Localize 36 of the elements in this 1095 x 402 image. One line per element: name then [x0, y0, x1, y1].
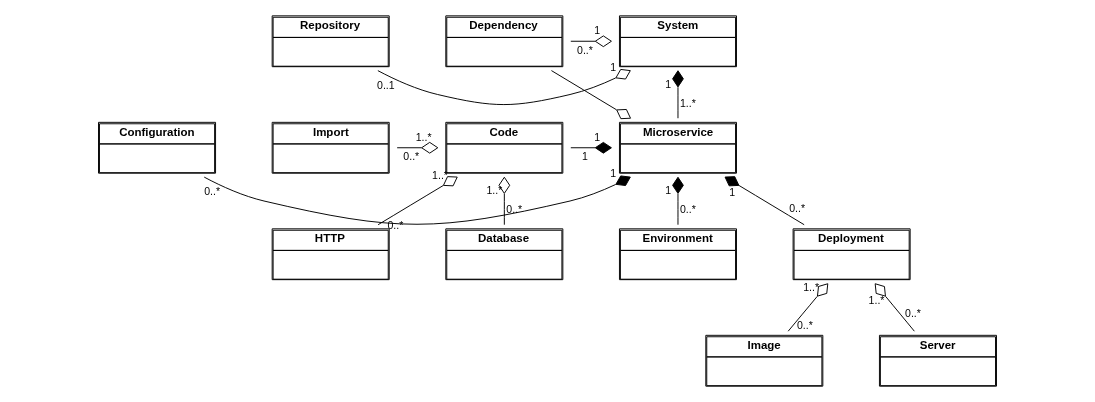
label: 0..* [796, 319, 813, 332]
label: 0..* [577, 43, 593, 56]
label: 1 [665, 77, 672, 90]
label: 1..* [486, 184, 503, 197]
label: 1..* [803, 280, 820, 293]
label: 1 [582, 150, 588, 163]
label: 1 [594, 24, 601, 37]
connector [396, 141, 439, 154]
label: 1 [610, 60, 617, 73]
label: 1 [610, 167, 617, 180]
connector [724, 176, 805, 226]
label: 1 [665, 184, 672, 197]
connector [787, 283, 829, 332]
connector [203, 175, 631, 225]
label: 1..* [432, 168, 448, 181]
label: 0..* [905, 306, 921, 319]
connector [377, 68, 631, 106]
connector [570, 141, 612, 154]
connector [550, 70, 631, 120]
connector [874, 283, 915, 332]
connector [498, 176, 511, 226]
connector [672, 70, 684, 119]
label: 0..* [403, 150, 420, 163]
label: 1..* [415, 130, 432, 143]
label: 0..1 [377, 78, 395, 91]
label: 0..* [679, 203, 696, 216]
label: 1 [729, 185, 736, 198]
label: 0..* [506, 203, 523, 216]
connector [377, 176, 458, 226]
label: 1..* [679, 96, 696, 109]
label: 1..* [868, 293, 885, 306]
label: 0..* [789, 201, 806, 214]
label: 1 [594, 130, 601, 143]
connector [672, 176, 684, 226]
label: 0..* [204, 185, 221, 198]
connector [570, 35, 612, 48]
